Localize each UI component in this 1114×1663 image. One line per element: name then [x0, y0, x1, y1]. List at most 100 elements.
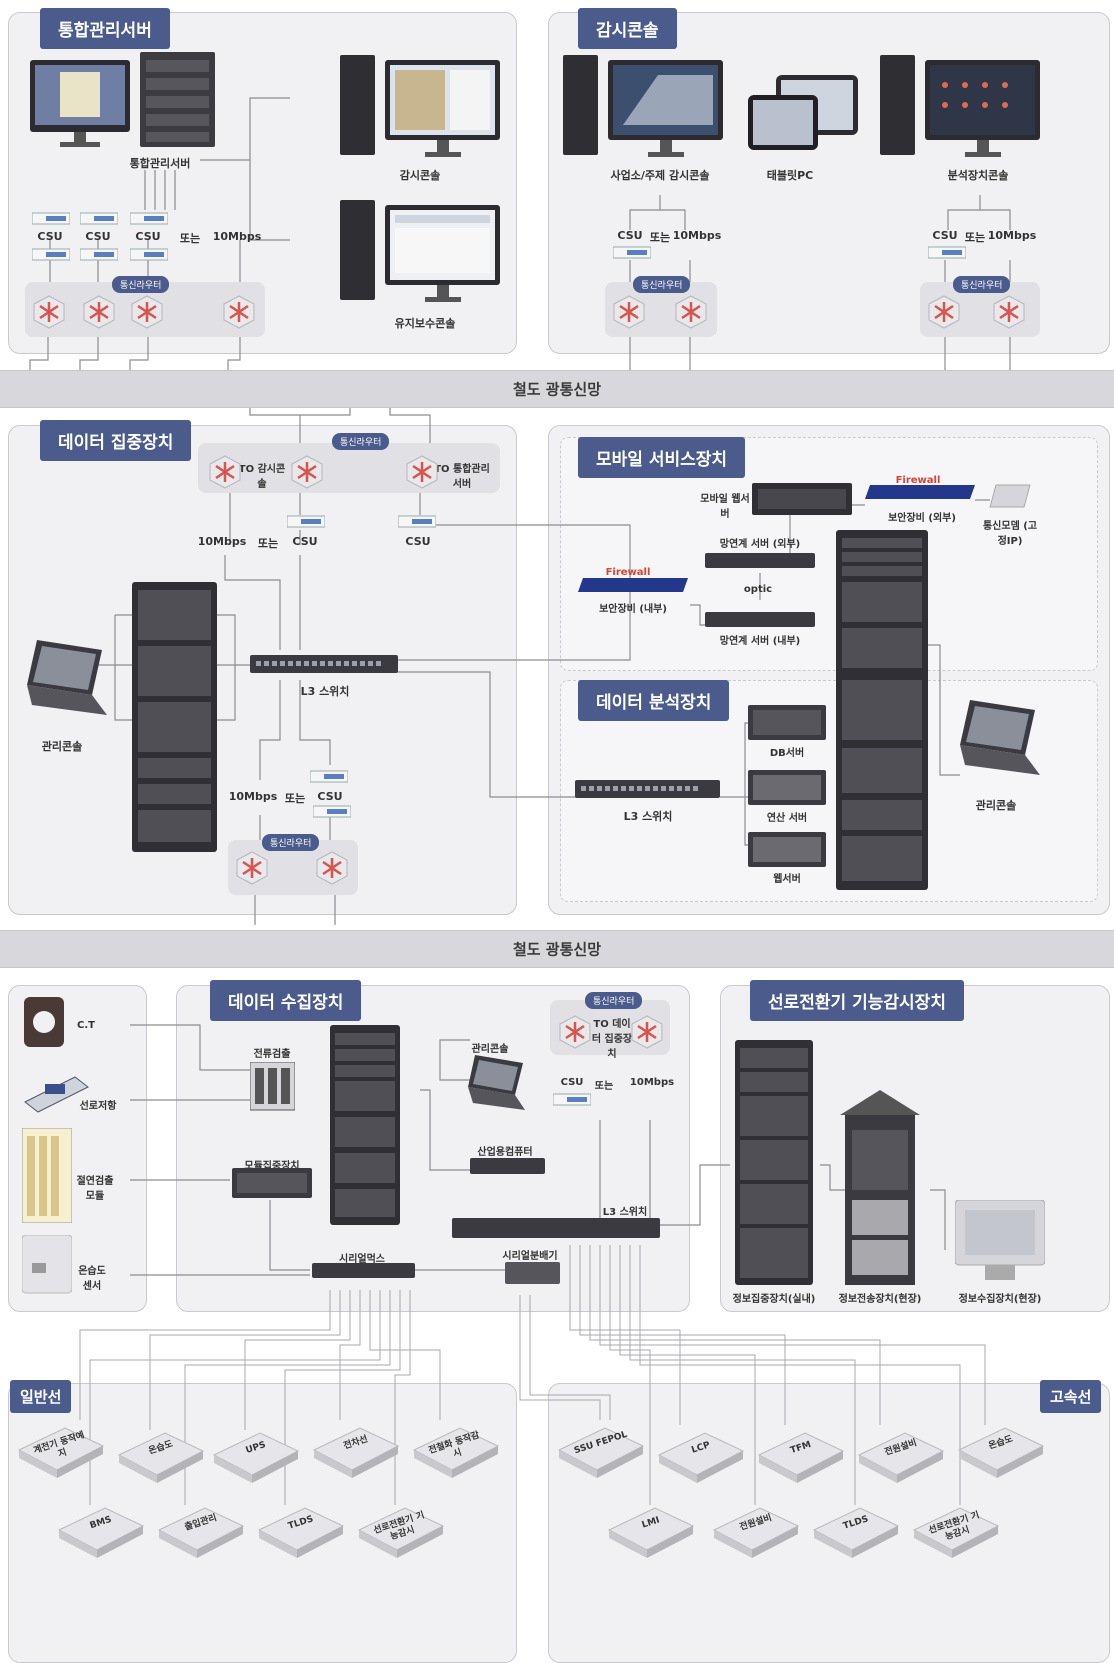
db-server-icon	[748, 705, 826, 740]
router-badge: 통신라우터	[585, 992, 643, 1009]
label-mbps: 10Mbps	[197, 535, 247, 548]
label-mgmt-console: 관리콘솔	[975, 799, 1017, 812]
industrial-pc-icon	[470, 1158, 545, 1174]
label-or: 또는	[594, 1081, 614, 1092]
label-serial-split: 시리얼분배기	[502, 1251, 558, 1262]
csu-icon	[32, 248, 70, 261]
info-collect-icon	[955, 1200, 1045, 1280]
relay-server-icon	[705, 612, 815, 627]
label-or: 또는	[179, 232, 201, 245]
label-l3-switch: L3 스위치	[300, 685, 350, 698]
field-device-icon	[257, 1507, 345, 1558]
label-to-data-conc: TO 데이터 집중장치	[591, 1019, 633, 1060]
server-rack-icon	[132, 582, 217, 852]
field-device: 출입관리	[155, 1500, 247, 1562]
label-maint-console: 유지보수콘솔	[394, 317, 456, 330]
switch-icon	[575, 780, 720, 798]
field-device: 전원설비	[710, 1500, 802, 1562]
router-badge: 통신라우터	[262, 834, 320, 851]
field-device: 계전기 동작예지	[15, 1420, 107, 1482]
label-sec-ext: 보안장비 (외부)	[888, 513, 956, 524]
label-l3-switch: L3 스위치	[623, 810, 673, 823]
label-to-server: TO 통합관리서버	[434, 464, 490, 490]
field-device-icon	[812, 1507, 900, 1558]
csu-icon	[80, 248, 118, 261]
field-device: 온습도	[115, 1425, 207, 1487]
insulation-module-icon	[22, 1128, 72, 1223]
server-rack-icon	[330, 1025, 400, 1225]
tablet-icon	[748, 75, 858, 150]
router-badge: 통신라우터	[332, 433, 390, 450]
label-module-conc: 모듈집중장치	[244, 1161, 300, 1172]
router-icon	[236, 851, 268, 885]
module-conc-icon	[232, 1168, 312, 1198]
router-icon	[33, 295, 65, 329]
router-icon	[613, 295, 645, 329]
label-csu: CSU	[617, 229, 643, 242]
title-general-line: 일반선	[10, 1380, 72, 1413]
field-device: TLDS	[255, 1500, 347, 1562]
label-ct: C.T	[77, 1020, 95, 1031]
label-csu: CSU	[292, 535, 318, 548]
label-csu: CSU	[560, 1077, 584, 1088]
label-db-server: DB서버	[769, 748, 805, 759]
field-device: 선로전환기 기능감시	[355, 1500, 447, 1562]
label-telecom: 통신모뎀 (고정IP)	[982, 521, 1038, 547]
backbone-top: 철도 광통신망	[0, 370, 1114, 408]
monitor-icon	[30, 60, 130, 147]
tower-pc-icon	[880, 55, 1040, 157]
switch-icon	[250, 655, 398, 673]
label-csu: CSU	[135, 230, 161, 243]
switch-icon	[452, 1218, 660, 1238]
label-csu: CSU	[317, 790, 343, 803]
field-device: TLDS	[810, 1500, 902, 1562]
field-device: LMI	[605, 1500, 697, 1562]
field-device-icon	[607, 1507, 695, 1558]
router-icon	[406, 455, 438, 489]
backbone-bottom: 철도 광통신망	[0, 930, 1114, 968]
label-or: 또는	[257, 537, 279, 550]
title-highspeed-line: 고속선	[1040, 1380, 1102, 1413]
field-device-icon	[117, 1432, 205, 1483]
label-insulation: 절연검출 모듈	[76, 1176, 114, 1202]
label-industrial-pc: 산업용컴퓨터	[477, 1147, 533, 1158]
router-icon	[83, 295, 115, 329]
csu-icon	[130, 248, 168, 261]
label-mobile-server: 모바일 웹서버	[700, 494, 750, 520]
tower-pc-icon	[563, 55, 723, 157]
field-device-icon	[157, 1507, 245, 1558]
info-trans-icon	[840, 1090, 920, 1285]
field-device: 전차선	[310, 1420, 402, 1482]
field-device: SSU FEPOL	[555, 1420, 647, 1482]
title-mobile-service: 모바일 서비스장치	[578, 437, 746, 478]
router-icon	[928, 295, 960, 329]
field-device-icon	[312, 1427, 400, 1478]
label-temp-sensor: 온습도 센서	[78, 1266, 106, 1292]
label-mbps: 10Mbps	[987, 229, 1037, 242]
label-relay-int: 망연계 서버 (내부)	[719, 636, 801, 647]
tower-pc-icon	[340, 55, 500, 157]
label-office-console: 사업소/주제 감시콘솔	[610, 169, 710, 182]
router-icon	[316, 851, 348, 885]
title-integrated-server: 통합관리서버	[40, 8, 170, 49]
field-device-icon	[657, 1432, 745, 1483]
label-firewall: Firewall	[605, 567, 651, 578]
field-device-icon	[857, 1432, 945, 1483]
label-to-console: TO 감시콘솔	[238, 464, 286, 490]
csu-icon	[310, 770, 348, 783]
ct-sensor-icon	[24, 997, 64, 1047]
csu-icon	[613, 246, 651, 259]
field-device: TFM	[755, 1425, 847, 1487]
label-firewall: Firewall	[895, 475, 941, 486]
router-icon	[131, 295, 163, 329]
router-icon	[291, 455, 323, 489]
csu-icon	[928, 246, 966, 259]
label-mbps: 10Mbps	[212, 230, 262, 243]
modem-icon	[989, 484, 1031, 508]
field-device-icon	[912, 1507, 1000, 1558]
field-device-icon	[357, 1507, 445, 1558]
router-badge: 통신라우터	[633, 276, 691, 293]
label-or: 또는	[284, 792, 306, 805]
field-device-icon	[17, 1427, 105, 1478]
